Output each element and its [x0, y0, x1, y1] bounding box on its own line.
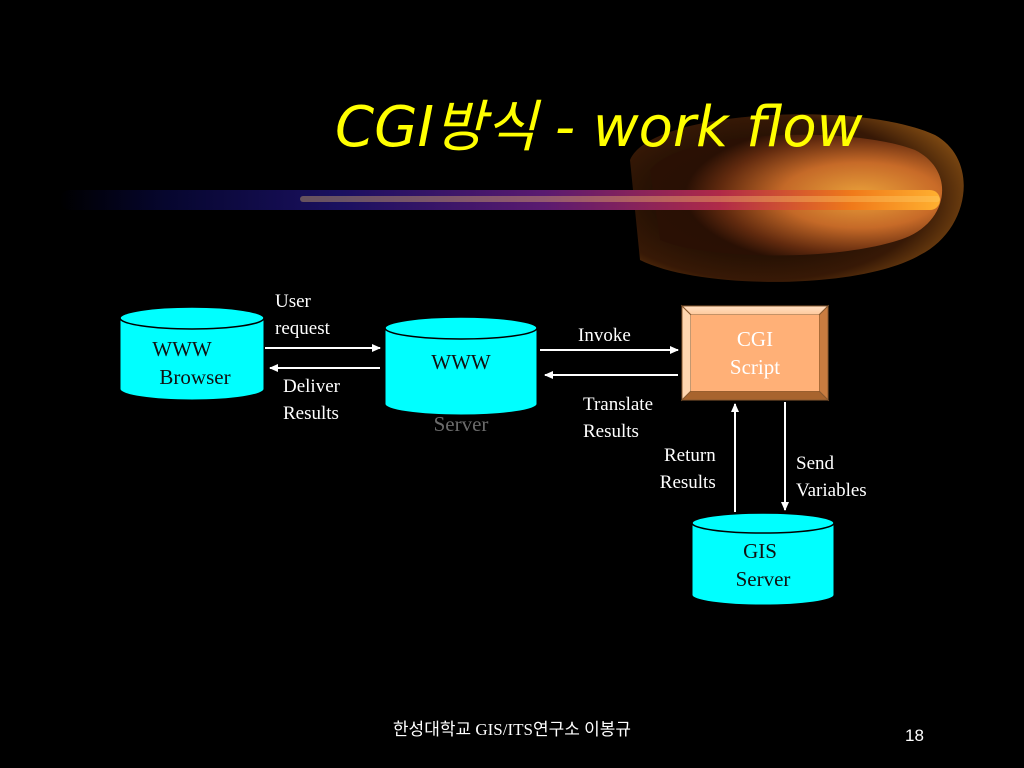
gis-server-cylinder — [691, 512, 835, 606]
user-request-label: User request — [275, 288, 330, 342]
gis-server-line2: Server — [735, 567, 791, 591]
deliver-results-line2: Results — [283, 403, 339, 424]
cgi-script-line2: Script — [729, 355, 781, 379]
cgi-script-box — [680, 304, 830, 402]
translate-results-line1: Translate — [583, 394, 654, 415]
translate-results-label: Translate Results — [583, 391, 653, 445]
return-results-line2: Results — [659, 472, 716, 493]
slide-title: CGI방식 - work flow — [335, 95, 863, 160]
www-browser-cylinder — [119, 306, 265, 401]
user-request-line1: User — [275, 291, 311, 312]
gis-server-line1: GIS — [743, 539, 777, 563]
www-server-cylinder — [384, 316, 538, 416]
slide-footer: 한성대학교 GIS/ITS연구소 이봉규 — [392, 720, 632, 739]
www-browser-label: WWW Browser — [120, 335, 264, 391]
www-server-line2: Server — [433, 412, 489, 436]
deliver-results-line1: Deliver — [283, 376, 340, 397]
www-browser-line1: WWW — [152, 337, 212, 361]
return-results-line1: Return — [664, 445, 716, 466]
www-server-line1: WWW — [431, 350, 491, 374]
cgi-script-line1: CGI — [736, 327, 774, 351]
send-variables-line2: Variables — [796, 480, 867, 501]
user-request-line2: request — [275, 318, 330, 339]
invoke-label: Invoke — [578, 322, 631, 349]
return-results-label: Return Results — [658, 442, 716, 496]
swoosh-band-highlight — [300, 196, 940, 202]
send-variables-label: Send Variables — [796, 450, 867, 504]
cgi-script-label: CGI Script — [691, 325, 819, 381]
www-browser-line2: Browser — [159, 365, 231, 389]
www-server-label: WWW Server — [385, 348, 537, 438]
translate-results-line2: Results — [583, 421, 639, 442]
invoke-line1: Invoke — [578, 325, 631, 346]
send-variables-line1: Send — [796, 453, 834, 474]
page-number: 18 — [905, 726, 924, 745]
gis-server-label: GIS Server — [692, 537, 834, 593]
swoosh-band — [60, 190, 940, 210]
deliver-results-label: Deliver Results — [283, 373, 340, 427]
